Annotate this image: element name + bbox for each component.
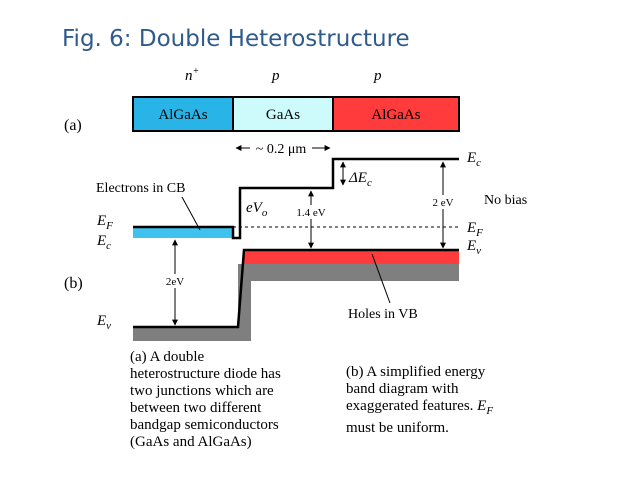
caption-a-line: heterostructure diode has [130, 366, 281, 382]
electrons-region [133, 227, 233, 238]
thickness-label: ~ 0.2 μm [256, 142, 307, 157]
layer-3-doping: p [373, 68, 382, 84]
caption-b-line: band diagram with [346, 381, 459, 397]
electrons-label: Electrons in CB [96, 181, 185, 196]
ev0-label: eVo [246, 200, 268, 219]
panel-a-label: (a) [64, 117, 82, 134]
valence-band-edge [133, 248, 459, 329]
caption-b: (b) A simplified energy band diagram wit… [346, 364, 493, 437]
no-bias-label: No bias [484, 193, 527, 208]
right-ef-label: EF [466, 220, 483, 239]
caption-a: (a) A double heterostructure diode has t… [130, 349, 281, 451]
valence-band-shadow [133, 264, 459, 341]
gap-right-label: 2 eV [432, 197, 453, 209]
page-title: Fig. 6: Double Heterostructure [62, 26, 410, 52]
thickness-label-bg [250, 140, 312, 156]
layer-gaas [232, 96, 334, 132]
layer-1-name: AlGaAs [158, 107, 207, 123]
gap-right-label-bg [428, 195, 458, 209]
left-ec-label: Ec [96, 233, 111, 252]
layer-3-name: AlGaAs [371, 107, 420, 123]
caption-b-line: (b) A simplified energy [346, 364, 486, 380]
layer-algaas-left [132, 96, 234, 132]
layer-2-name: GaAs [266, 107, 300, 123]
holes-label: Holes in VB [348, 307, 418, 322]
left-ef-label: EF [96, 213, 113, 232]
right-ec-label: Ec [466, 150, 481, 169]
layer-algaas-right [332, 96, 460, 132]
gap-middle-label: 1.4 eV [296, 207, 325, 219]
gap-middle-label-bg [290, 205, 332, 219]
caption-b-line: must be uniform. [346, 420, 449, 436]
delta-ec-label: ΔEc [348, 170, 372, 189]
holes-pointer [371, 253, 391, 304]
electrons-pointer [181, 196, 201, 231]
left-ev-label: Ev [96, 313, 111, 332]
caption-a-line: bandgap semiconductors [130, 417, 279, 433]
caption-b-line: exaggerated features. EF [346, 398, 494, 417]
caption-a-line: (GaAs and AlGaAs) [130, 434, 252, 450]
conduction-band-edge [133, 157, 459, 240]
layer-1-doping: n+ [185, 66, 199, 84]
layer-2-doping: p [271, 68, 280, 84]
right-ev-label: Ev [466, 238, 481, 257]
holes-region [244, 250, 459, 264]
caption-a-line: two junctions which are [130, 383, 274, 399]
caption-a-line: (a) A double [130, 349, 205, 365]
caption-a-line: between two different [130, 400, 262, 416]
gap-left-label: 2eV [166, 276, 184, 288]
panel-b-label: (b) [64, 275, 83, 292]
gap-left-label-bg [162, 274, 188, 288]
